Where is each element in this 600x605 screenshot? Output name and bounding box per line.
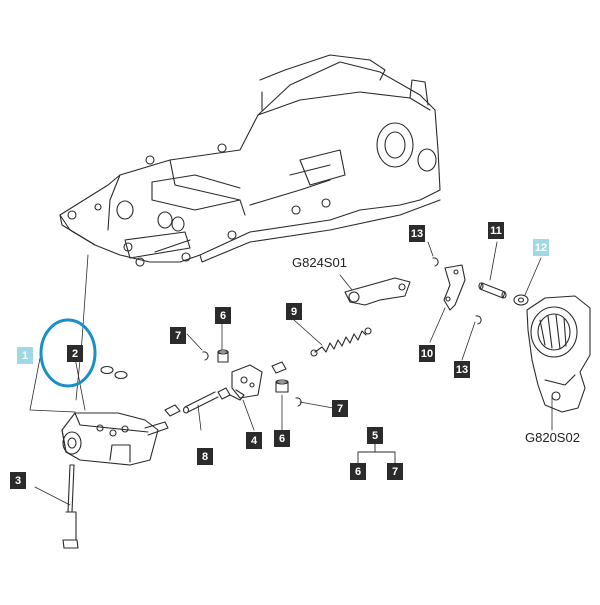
callout-5-label: 5 — [371, 429, 379, 442]
lift-housing — [59, 54, 441, 267]
callout-10-label: 10 — [420, 347, 434, 360]
callout-3-label: 3 — [14, 474, 22, 487]
leader-8 — [197, 404, 202, 431]
linkage-parts — [164, 327, 372, 417]
leader-10 — [429, 307, 446, 343]
callout-1-label: 1 — [21, 349, 29, 362]
callout-13-upper: 13 — [409, 225, 425, 242]
leader-4 — [242, 399, 255, 431]
leader-3 — [34, 486, 71, 506]
group-bracket-5 — [357, 439, 396, 464]
leader-13a — [427, 241, 434, 257]
callout-8: 8 — [197, 448, 213, 465]
callout-13-lower-label: 13 — [455, 363, 469, 376]
callout-13-lower: 13 — [454, 361, 470, 378]
callout-10: 10 — [419, 345, 435, 362]
callout-7-group-label: 7 — [391, 465, 399, 478]
callout-6-upper-label: 6 — [219, 309, 227, 322]
callout-12-label: 12 — [534, 241, 548, 254]
callout-6-upper: 6 — [215, 307, 231, 324]
callout-6-group-label: 6 — [354, 465, 362, 478]
lift-lever — [344, 257, 529, 325]
leader-9 — [293, 319, 323, 346]
leader-11 — [489, 241, 498, 281]
callout-3: 3 — [10, 472, 26, 489]
callout-7-upper-label: 7 — [174, 329, 182, 342]
callout-9-label: 9 — [290, 305, 298, 318]
leader-12 — [524, 257, 542, 296]
callout-12: 12 — [533, 239, 549, 256]
callout-8-label: 8 — [201, 450, 209, 463]
bolt — [62, 464, 79, 549]
o-rings — [100, 365, 128, 380]
callout-7-upper: 7 — [170, 327, 186, 344]
callout-2-label: 2 — [71, 347, 79, 360]
callout-7-right: 7 — [332, 400, 348, 417]
callout-13-upper-label: 13 — [410, 227, 424, 240]
leader-13b — [461, 321, 476, 361]
callout-6-group: 6 — [350, 463, 366, 480]
leader-housing — [75, 254, 89, 401]
leader-1 — [29, 357, 76, 413]
callout-1: 1 — [17, 347, 33, 364]
callout-6-lower-label: 6 — [278, 432, 286, 445]
callout-7-right-label: 7 — [336, 402, 344, 415]
callout-9: 9 — [286, 303, 302, 320]
callout-6-lower: 6 — [274, 430, 290, 447]
leader-7a — [186, 333, 203, 351]
callout-11-label: 11 — [490, 224, 502, 237]
callout-2: 2 — [67, 345, 83, 362]
highlight-ring — [39, 318, 97, 388]
callout-11: 11 — [488, 222, 504, 239]
leader-7b — [299, 401, 334, 409]
callout-4-label: 4 — [250, 434, 258, 447]
callout-7-group: 7 — [387, 463, 403, 480]
lift-arm — [526, 295, 591, 413]
leader-g824 — [339, 274, 353, 291]
arm-reference-code: G820S02 — [525, 430, 580, 445]
linkage-reference-code: G824S01 — [292, 255, 347, 270]
callout-4: 4 — [246, 432, 262, 449]
control-valve — [61, 412, 169, 466]
callout-5: 5 — [367, 427, 383, 444]
